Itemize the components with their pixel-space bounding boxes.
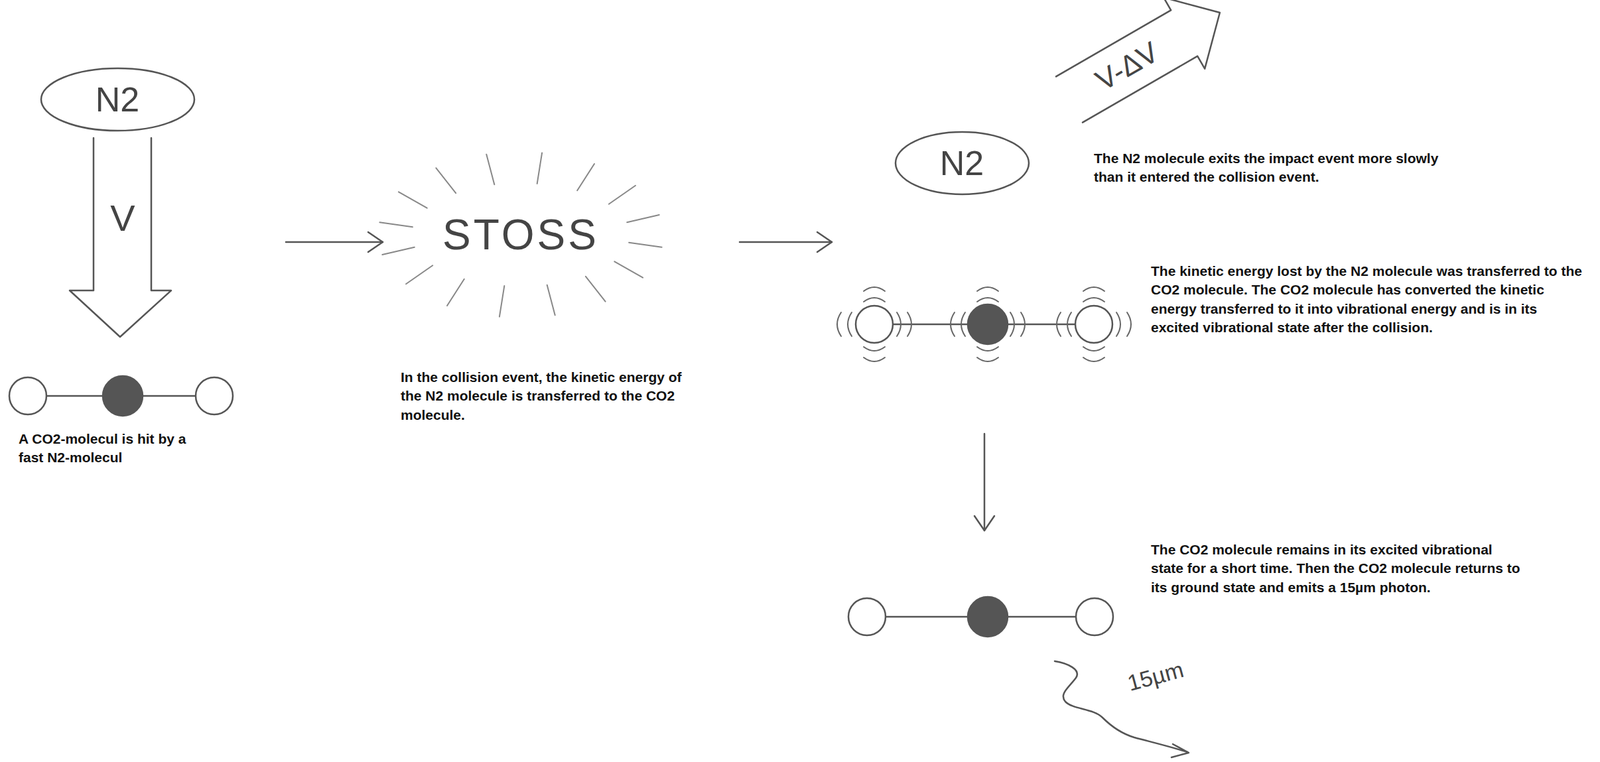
caption-text: The N2 molecule exits the impact event m… [1093, 149, 1466, 188]
vibration-arc [977, 297, 999, 302]
co2-molecule-excited [855, 304, 1113, 345]
collision-rays [379, 152, 662, 317]
collision-ray [628, 242, 663, 248]
step-arrow [739, 232, 832, 253]
molecule-ellipse: N2 [39, 66, 197, 133]
co2-molecule [848, 597, 1114, 637]
vibration-arc [863, 346, 885, 351]
vibration-arc [847, 312, 852, 337]
collision-ray [405, 265, 433, 284]
vibration-arc [896, 312, 901, 337]
vibration-arc [1127, 312, 1132, 337]
caption-text: A CO2-molecul is hit by a fast N2-molecu… [18, 429, 198, 468]
collision-ray [382, 247, 415, 255]
vibration-arc [977, 357, 999, 362]
vibration-arc [863, 287, 885, 292]
step-arrow [285, 232, 383, 253]
vibration-arc [1083, 287, 1105, 292]
vibration-arc [1083, 297, 1105, 302]
molecule-ellipse: N2 [893, 130, 1031, 197]
velocity-label: V-ΔV [1089, 35, 1165, 97]
caption-text: In the collision event, the kinetic ener… [400, 368, 700, 425]
vibration-arc [1010, 312, 1015, 337]
step-arrow [974, 433, 995, 531]
vibration-arc [977, 287, 999, 292]
collision-ray [608, 185, 636, 205]
vibration-arc [977, 346, 999, 351]
vibration-arc [863, 357, 885, 362]
vibration-arc [907, 312, 912, 337]
co2-molecule [9, 376, 233, 416]
vibration-arc [961, 312, 966, 337]
collision-ray [626, 214, 660, 223]
collision-ray [447, 279, 465, 306]
vibration-arc [1116, 312, 1121, 337]
molecule-name: N2 [893, 130, 1031, 197]
collision-ray [537, 152, 542, 184]
molecule-name: N2 [39, 66, 197, 133]
velocity-arrow [1048, 0, 1241, 136]
vibration-arc [950, 312, 955, 337]
vibration-arc [1083, 357, 1105, 362]
collision-ray [614, 261, 643, 278]
collision-ray [499, 285, 505, 318]
collision-ray [547, 285, 556, 316]
velocity-label: V [110, 196, 135, 240]
collision-ray [585, 276, 606, 302]
collision-ray [577, 163, 595, 191]
vibration-arc [837, 312, 842, 337]
vibration-arc [1056, 312, 1061, 337]
collision-label: STOSS [442, 210, 600, 260]
caption-text: The kinetic energy lost by the N2 molecu… [1150, 262, 1583, 337]
vibration-arc [1067, 312, 1072, 337]
vibration-marks [837, 287, 1132, 362]
vibration-arc [1020, 312, 1025, 337]
caption-text: The CO2 molecule remains in its excited … [1150, 540, 1523, 598]
wavelength-label: 15µm [1125, 656, 1187, 697]
vibration-arc [1083, 346, 1105, 351]
vibration-arc [863, 297, 885, 302]
collision-ray [435, 167, 456, 194]
collision-ray [398, 191, 428, 208]
collision-ray [379, 222, 413, 227]
collision-ray [486, 154, 495, 186]
velocity-arrow [69, 137, 172, 337]
